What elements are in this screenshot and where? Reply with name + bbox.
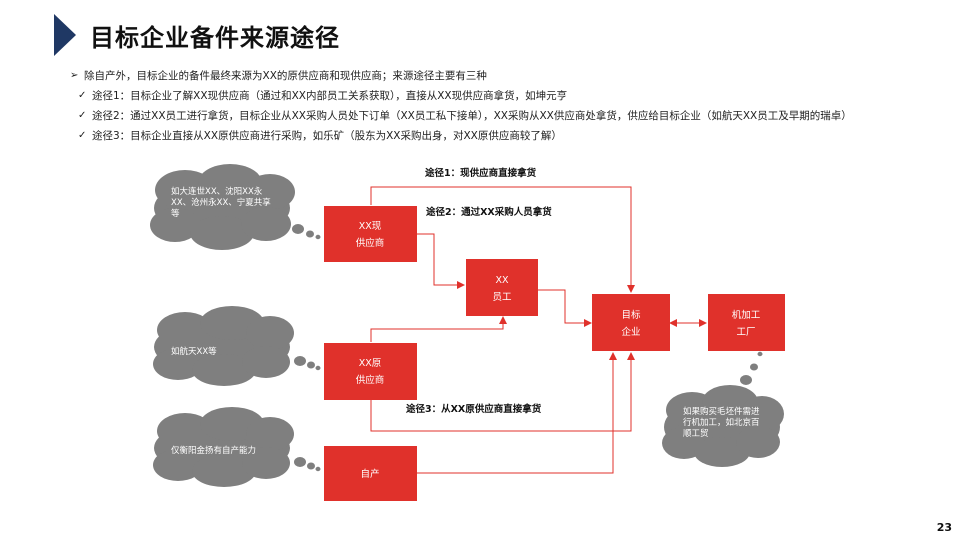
cloud-original-line-1: 如航天XX等 <box>171 346 217 357</box>
arrow-bullet-icon: ➢ <box>70 70 79 81</box>
check-icon: ✓ <box>78 130 87 141</box>
check-icon: ✓ <box>78 90 87 101</box>
node-self-production <box>324 446 417 501</box>
node-target-company <box>592 294 670 351</box>
cloud-current-line-1: 如大连世XX、沈阳XX永 <box>171 186 263 197</box>
node-self-production-label: 自产 <box>360 468 379 480</box>
bullet-route-3-text: 途径3：目标企业直接从XX原供应商进行采购，如乐矿（股东为XX采购出身，对XX原… <box>92 130 562 142</box>
page-title: 目标企业备件来源途径 <box>90 24 340 52</box>
node-machining-factory <box>708 294 785 351</box>
self-production-arrow <box>417 352 617 474</box>
cloud-machining-line-2: 行机加工，如北京百 <box>683 417 760 428</box>
route2-label: 途径2：通过XX采购人员拿货 <box>426 206 552 218</box>
bullet-route-2: ✓ 途径2：通过XX员工进行拿货，目标企业从XX采购人员处下订单（XX员工私下接… <box>70 106 852 126</box>
route1-label: 途径1：现供应商直接拿货 <box>425 167 537 179</box>
route2-arrow-supplier-to-employee <box>417 233 465 289</box>
cloud-machining-line-3: 顺工贸 <box>683 428 709 439</box>
cloud-machining-examples <box>662 351 784 467</box>
route1-arrow <box>370 186 635 293</box>
bullet-route-2-text: 途径2：通过XX员工进行拿货，目标企业从XX采购人员处下订单（XX员工私下接单）… <box>92 110 852 122</box>
node-current-supplier-line-2: 供应商 <box>356 237 385 249</box>
node-machining-line-2: 工厂 <box>736 327 755 338</box>
node-employee-line-2: 员工 <box>492 292 512 303</box>
cloud-self-examples <box>153 407 321 487</box>
node-employee-line-1: XX <box>495 275 509 286</box>
bullet-intro-text: 除自产外，目标企业的备件最终来源为XX的原供应商和现供应商；来源途径主要有三种 <box>84 70 487 82</box>
bullet-route-1: ✓ 途径1：目标企业了解XX现供应商（通过和XX内部员工关系获取），直接从XX现… <box>70 86 852 106</box>
cloud-current-line-2: XX、沧州永XX、宁夏共享 <box>171 197 271 208</box>
cloud-current-line-3: 等 <box>171 208 180 219</box>
node-target-line-2: 企业 <box>621 326 640 338</box>
node-target-line-1: 目标 <box>621 309 641 321</box>
node-original-supplier-line-2: 供应商 <box>356 374 385 386</box>
bullet-route-1-text: 途径1：目标企业了解XX现供应商（通过和XX内部员工关系获取），直接从XX现供应… <box>92 90 568 102</box>
route2-arrow-employee-to-target <box>538 289 592 327</box>
cloud-machining-line-1: 如果购买毛坯件需进 <box>683 406 760 417</box>
node-original-supplier-line-1: XX原 <box>359 358 382 369</box>
bullet-route-3: ✓ 途径3：目标企业直接从XX原供应商进行采购，如乐矿（股东为XX采购出身，对X… <box>70 126 852 146</box>
check-icon: ✓ <box>78 110 87 121</box>
node-current-supplier-line-1: XX现 <box>359 221 382 232</box>
title-marker-triangle <box>54 14 76 56</box>
page-number: 23 <box>936 521 952 534</box>
route3-label: 途径3：从XX原供应商直接拿货 <box>406 403 542 415</box>
bullet-list: ➢ 除自产外，目标企业的备件最终来源为XX的原供应商和现供应商；来源途径主要有三… <box>70 66 852 146</box>
node-employee <box>466 259 538 316</box>
cloud-original-examples <box>153 306 321 386</box>
node-original-supplier <box>324 343 417 400</box>
cloud-current-examples <box>150 164 321 250</box>
bullet-intro: ➢ 除自产外，目标企业的备件最终来源为XX的原供应商和现供应商；来源途径主要有三… <box>70 66 852 86</box>
node-machining-line-1: 机加工 <box>732 309 761 321</box>
node-current-supplier <box>324 206 417 262</box>
cloud-self-line-1: 仅衡阳金扬有自产能力 <box>171 445 256 456</box>
route3-arrow <box>370 352 635 432</box>
original-to-employee-arrow <box>370 316 507 342</box>
